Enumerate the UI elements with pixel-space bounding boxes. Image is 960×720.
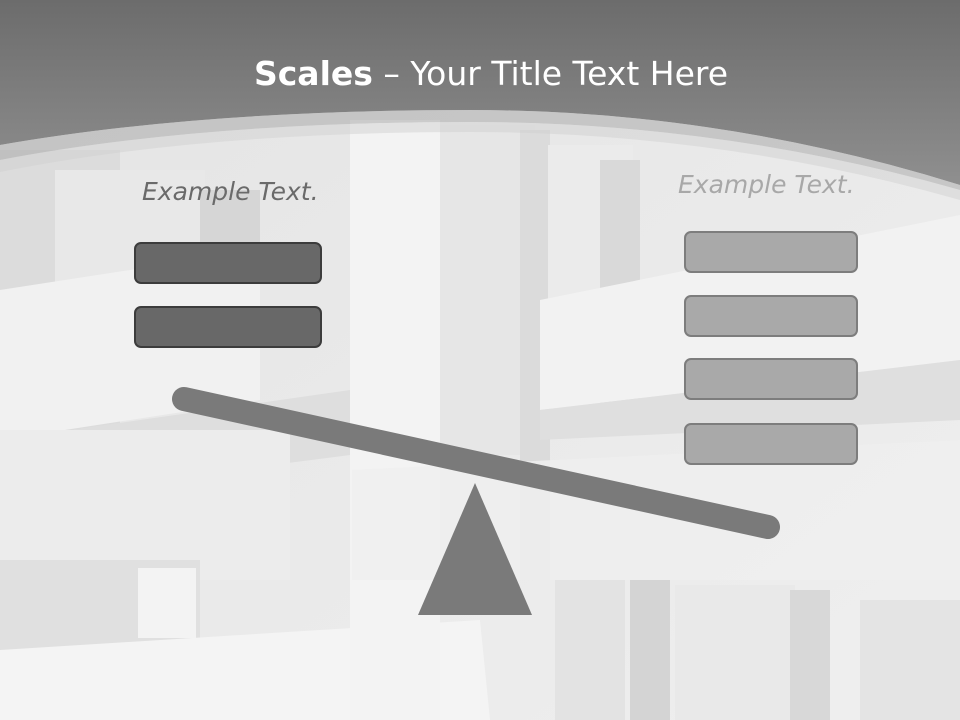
left-text-box-1 — [134, 242, 322, 284]
seesaw-beam — [172, 387, 780, 539]
seesaw-fulcrum — [418, 483, 532, 615]
left-pan-caption: Example Text. — [142, 177, 319, 206]
title-rest-text: – Your Title Text Here — [372, 54, 729, 93]
right-text-box-3 — [684, 358, 858, 400]
right-pan-caption: Example Text. — [678, 170, 855, 199]
right-text-box-1 — [684, 231, 858, 273]
title-bold-text: Scales — [253, 54, 373, 93]
right-text-box-4 — [684, 423, 858, 465]
right-text-box-2 — [684, 295, 858, 337]
slide-title: Scales – Your Title Text Here — [0, 52, 960, 96]
left-text-box-2 — [134, 306, 322, 348]
